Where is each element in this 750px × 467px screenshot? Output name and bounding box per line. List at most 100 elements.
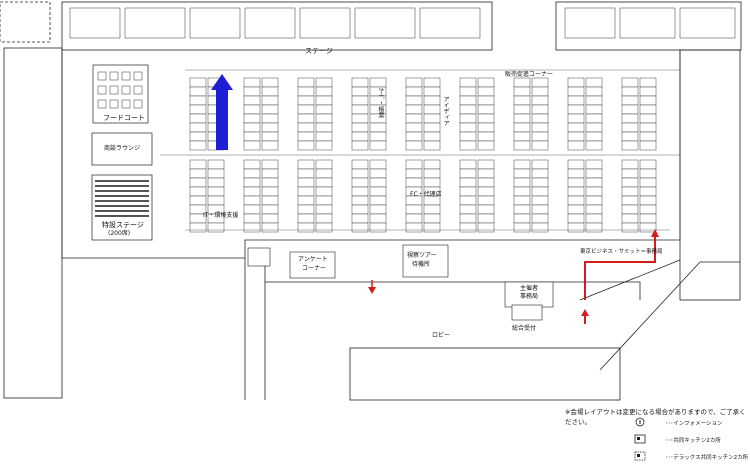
booth — [405, 95, 423, 106]
booth — [459, 122, 477, 133]
booth — [297, 140, 315, 151]
organizer-office-label: 主催者 — [520, 285, 539, 292]
booth — [189, 222, 207, 233]
booth — [315, 131, 333, 142]
survey-corner-label-2: コーナー — [302, 265, 327, 272]
booth — [621, 104, 639, 115]
booth — [297, 186, 315, 197]
booth — [351, 86, 369, 97]
booth — [567, 213, 585, 224]
booth — [369, 131, 387, 142]
booth — [261, 186, 279, 197]
booth — [531, 159, 549, 170]
booth — [477, 113, 495, 124]
booth — [621, 177, 639, 188]
booth — [621, 95, 639, 106]
booth — [459, 204, 477, 215]
booth — [369, 213, 387, 224]
booth — [351, 204, 369, 215]
zone-label-card: ｶｰﾄﾞ・帳票 — [377, 88, 384, 119]
fc-zone-label: FC・代理店 — [410, 191, 442, 198]
booth — [297, 177, 315, 188]
booth — [477, 104, 495, 115]
booth — [243, 113, 261, 124]
booth — [513, 159, 531, 170]
legend-info-label: ･･･インフォメーション — [665, 421, 723, 427]
booth — [459, 177, 477, 188]
booth — [369, 77, 387, 88]
booth — [423, 177, 441, 188]
tour-meeting-label-2: 待機所 — [412, 261, 431, 268]
booth — [405, 113, 423, 124]
booth — [531, 77, 549, 88]
it-zone-label: IT・環境支援 — [203, 212, 239, 219]
booth — [459, 159, 477, 170]
booth — [351, 186, 369, 197]
booth — [207, 186, 225, 197]
booth — [423, 122, 441, 133]
booth — [567, 195, 585, 206]
booth — [567, 86, 585, 97]
booth — [585, 77, 603, 88]
booth — [297, 213, 315, 224]
booth — [567, 222, 585, 233]
booth — [405, 204, 423, 215]
booth — [567, 168, 585, 179]
booth — [351, 113, 369, 124]
booth — [405, 159, 423, 170]
booth — [423, 77, 441, 88]
booth — [423, 204, 441, 215]
booth — [243, 77, 261, 88]
deluxe-kitchen-icon — [634, 451, 646, 461]
booth — [585, 159, 603, 170]
booth — [297, 104, 315, 115]
booth — [351, 140, 369, 151]
booth — [369, 177, 387, 188]
general-reception-label: 総合受付 — [512, 325, 537, 332]
booth — [315, 86, 333, 97]
booth — [477, 140, 495, 151]
booth — [243, 95, 261, 106]
booth — [189, 95, 207, 106]
booth — [513, 86, 531, 97]
booth — [423, 213, 441, 224]
booth — [189, 113, 207, 124]
booth — [405, 168, 423, 179]
booth — [513, 113, 531, 124]
booth — [351, 195, 369, 206]
booth — [639, 131, 657, 142]
booth — [351, 222, 369, 233]
booth — [513, 77, 531, 88]
booth — [297, 122, 315, 133]
booth — [639, 140, 657, 151]
booth — [639, 195, 657, 206]
booth — [315, 122, 333, 133]
lobby-label: ロビー — [432, 332, 451, 339]
booth — [513, 177, 531, 188]
booth — [477, 213, 495, 224]
booth — [315, 177, 333, 188]
booth — [477, 195, 495, 206]
booth — [207, 177, 225, 188]
booth — [261, 95, 279, 106]
booth — [621, 222, 639, 233]
booth — [639, 168, 657, 179]
booth — [585, 195, 603, 206]
survey-corner-label: アンケート — [298, 256, 328, 263]
booth — [513, 204, 531, 215]
booth — [639, 77, 657, 88]
booth — [621, 195, 639, 206]
layout-change-note: ※会場レイアウトは変更になる場合がありますので、ご了承ください。 — [565, 408, 746, 426]
booth — [621, 122, 639, 133]
booth — [459, 131, 477, 142]
booth — [315, 140, 333, 151]
booth — [477, 131, 495, 142]
booth — [513, 122, 531, 133]
booth — [531, 113, 549, 124]
booth — [567, 159, 585, 170]
booth — [369, 204, 387, 215]
booth — [243, 168, 261, 179]
booth — [621, 113, 639, 124]
legend-kitchen-label: ･･･共同キッチン2カ所 — [665, 438, 721, 444]
booth — [459, 195, 477, 206]
